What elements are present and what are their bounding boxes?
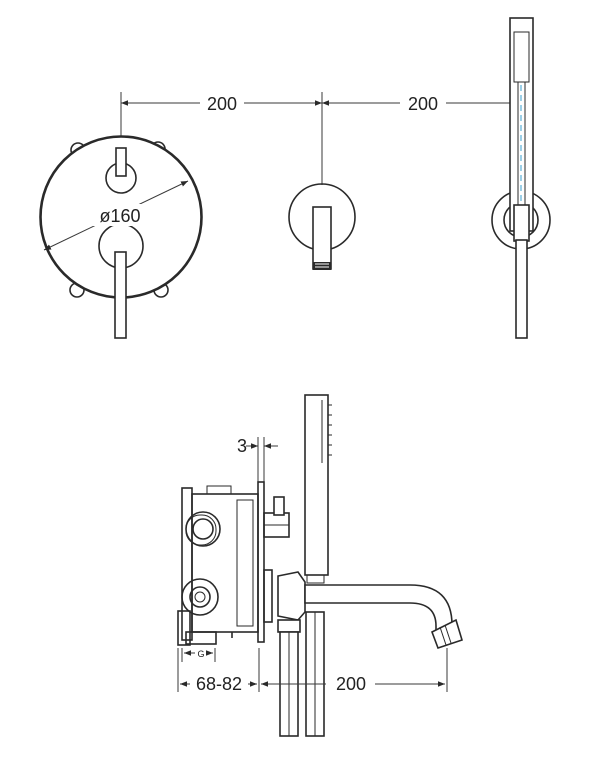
side-view: 3 G [177,394,463,737]
dim-thread: G [197,649,204,659]
hand-shower-front [491,17,551,339]
dim-plate-diameter: ø160 [99,206,140,226]
concealed-box [177,481,265,646]
bottom-dimension-group: 68-82 200 [177,648,448,694]
top-dimension-group: 200 200 [120,92,521,185]
dim-spout-projection: 200 [336,674,366,694]
diverter-knob-side [263,496,290,538]
dim-gap: 3 [237,436,247,456]
dim-top-left: 200 [207,94,237,114]
spout-side [263,569,463,737]
mixer-plate: ø160 [39,135,203,339]
spout-front [288,183,356,270]
hand-shower-side [304,394,332,737]
thread-dimension-group: G [181,648,216,662]
dim-top-right: 200 [408,94,438,114]
dim-box-depth: 68-82 [196,674,242,694]
front-view: 200 200 ø160 [39,17,551,339]
